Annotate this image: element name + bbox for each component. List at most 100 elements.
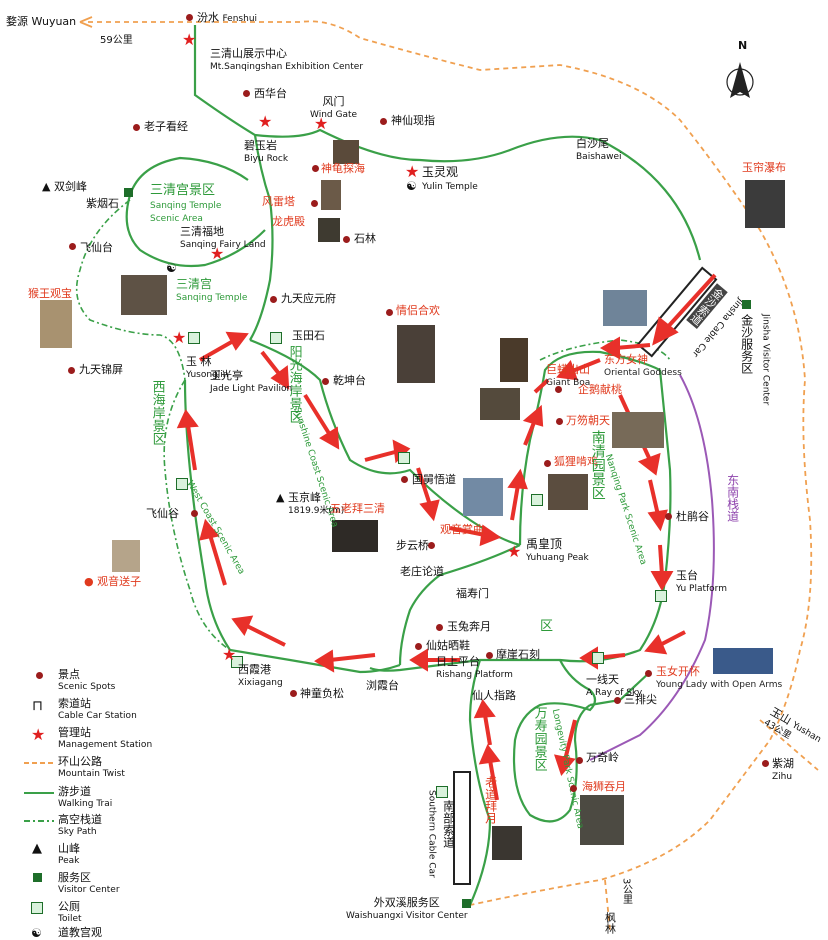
spot-dot (386, 309, 393, 316)
place-xiangu: 仙姑晒鞋 (426, 639, 470, 652)
place-feixiantai: 飞仙台 (80, 241, 113, 254)
jinsha-cable-line (589, 374, 715, 761)
photo-tiles (40, 140, 785, 860)
spot-dot (401, 476, 408, 483)
walk-line-icon (24, 792, 54, 794)
sky-line-icon (24, 820, 54, 822)
toilet-icon (270, 332, 282, 344)
toilet-icon (436, 786, 448, 798)
road-yushan (759, 719, 819, 771)
spot-dot (290, 690, 297, 697)
visitor-center-icon (742, 300, 751, 309)
management-star: ★ (222, 645, 237, 664)
spot-dot (380, 118, 387, 125)
place-ziyan: 紫烟石 (86, 197, 119, 210)
place-huli: 狐狸啃鸡 (554, 455, 598, 468)
place-laozhuang: 老庄论道 (400, 565, 444, 578)
peak-icon: ▲ (32, 841, 42, 856)
toilet-icon (31, 902, 43, 914)
place-shengui: 神龟探海 (321, 162, 365, 175)
spot-dot (343, 236, 350, 243)
place-wuyuan: 婺源 Wuyuan (6, 15, 77, 28)
management-star: ★ (405, 162, 420, 181)
mountain-road (88, 20, 813, 906)
place-qie: 企鹅献桃 (578, 383, 622, 396)
place-shuangjian: ▲ 双剑峰 (42, 180, 87, 193)
spot-dot (614, 697, 621, 704)
place-fenshui: 汾水 Fenshui (197, 11, 258, 24)
toilet-icon (188, 332, 200, 344)
spot-dot (645, 670, 652, 677)
visitor-center-icon (462, 899, 471, 908)
toilet-icon (231, 656, 243, 668)
place-shilin: 石林 (354, 232, 376, 245)
spot-dot (762, 760, 769, 767)
place-shentong: 神童负松 (300, 687, 344, 700)
area-west-coast-cn: 西海岸景区 (149, 380, 165, 445)
spot-dot (186, 14, 193, 21)
place-qinglv: 情侣合欢 (396, 304, 440, 317)
distance-3km: 3公里 (620, 878, 632, 905)
spot-dot (68, 367, 75, 374)
wuyuan-arrow (79, 16, 93, 28)
area-longevity-cn: 万寿园景区 (531, 706, 547, 771)
toilet-icon (398, 452, 410, 464)
place-houwang: 猴王观宝 (28, 287, 72, 300)
visitor-center-icon (33, 873, 42, 882)
area-nanqing-cn: 南清园景区 (589, 430, 606, 500)
taoist-icon: ☯ (31, 926, 42, 940)
place-buyun: 步云桥 (396, 539, 429, 552)
place-dujuan: 杜鹃谷 (676, 510, 709, 523)
management-star: ★ (182, 30, 197, 49)
place-jiutianying: 九天应元府 (281, 292, 336, 305)
toilet-icon (655, 590, 667, 602)
place-guojiu: 国舅悟道 (412, 473, 456, 486)
spot-dot (243, 90, 250, 97)
place-yutian: 玉田石 (292, 329, 325, 342)
spot-dot (556, 418, 563, 425)
place-guanyin-zanxian: 观音赏曲 (440, 523, 484, 536)
management-star: ★ (258, 112, 273, 131)
place-feixiangu: 飞仙谷 (146, 507, 179, 520)
jinsha-visitor-center: 金沙服务区 (739, 314, 754, 374)
south-cable-en: Southern Cable Car (426, 790, 437, 878)
spot-dot (555, 386, 562, 393)
spot-dot (133, 124, 140, 131)
place-guanyin-song: ● 观音送子 (84, 575, 142, 588)
area-nanqing-qu: 区 (540, 619, 554, 634)
place-xianren: 仙人指路 (472, 689, 516, 702)
place-yutu: 玉兔奔月 (447, 620, 491, 633)
place-wanhu: 万笏朝天 (566, 414, 610, 427)
spot-dot (191, 510, 198, 517)
spot-dot (544, 460, 551, 467)
taoist-icon: ☯ (406, 179, 417, 193)
management-star: ★ (507, 542, 522, 561)
south-cable-label: 南部索道 (441, 800, 456, 848)
place-liuxia: 浏霞台 (366, 679, 399, 692)
management-star: ★ (172, 328, 187, 347)
toilet-icon (592, 652, 604, 664)
spot-dot (322, 378, 329, 385)
place-dongnan: 东南栈道 (725, 474, 740, 522)
spot-dot (270, 296, 277, 303)
